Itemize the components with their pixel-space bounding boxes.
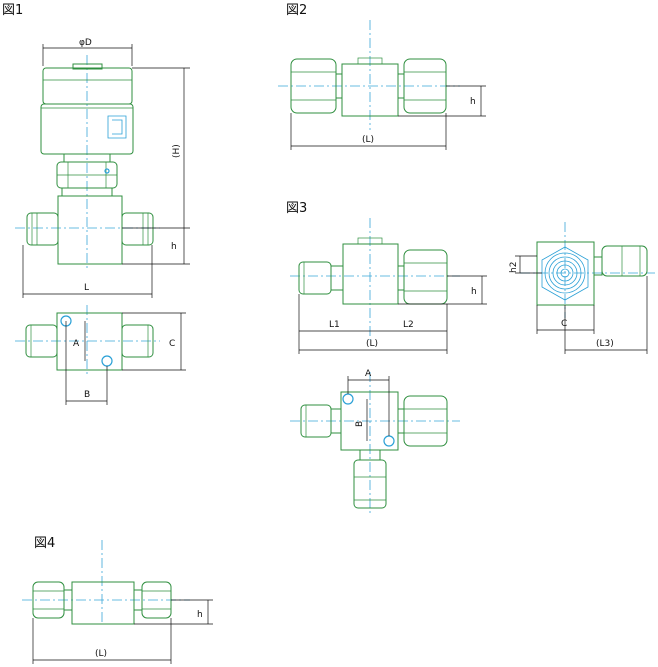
fig1-left-fitting — [26, 212, 59, 246]
fig3-body-top — [357, 237, 383, 245]
fig3-L3-label: (L3) — [596, 339, 614, 349]
fig1-h-label: h — [171, 242, 177, 252]
fig3-front-dimensions: h L1 L2 (L) — [298, 275, 487, 354]
fig3-port-ring-1 — [544, 252, 586, 294]
fig3-L2-label: L2 — [403, 320, 414, 330]
fig3-side-view — [520, 222, 655, 318]
fig3-right-collar — [397, 265, 405, 291]
fig3-B-label: B — [355, 421, 365, 427]
fig1-handle-cap — [42, 67, 133, 105]
fig1-A-label: A — [73, 339, 80, 349]
fig4-side-view — [22, 540, 190, 625]
fig1-valve-body — [57, 195, 123, 265]
fig2-body — [341, 63, 399, 117]
fig1-L-label: L — [84, 283, 89, 293]
fig1-top-view: A C B — [15, 305, 186, 405]
fig3-port-ring-4 — [556, 264, 574, 282]
fig3-mount-hole-2 — [383, 435, 395, 447]
fig2-title: 図2 — [286, 3, 307, 18]
fig4-h-label: h — [197, 610, 203, 620]
fig3-top-right-nut — [403, 395, 448, 447]
fig1-right-fitting — [121, 212, 154, 246]
fig1-top-right-fitting — [121, 324, 154, 358]
fig1-top-left-fitting — [25, 324, 58, 358]
fig3-port-ring-5 — [560, 268, 570, 278]
fig1-dot — [104, 168, 110, 174]
fig2-L-label: (L) — [362, 135, 374, 145]
fig2-dimensions: h (L) — [290, 85, 486, 150]
fig3-L1-label: L1 — [329, 320, 340, 330]
fig1-C-label: C — [169, 339, 175, 349]
fig3-top-view — [290, 372, 460, 515]
fig3-side-collar — [593, 256, 603, 276]
fig3-port-ring-3 — [552, 260, 578, 286]
fig1-mount-hole-2 — [101, 355, 113, 367]
fig3-top-dimensions: A B — [347, 369, 390, 441]
fig1-H-label: (H) — [172, 144, 182, 158]
fig3-side-dimensions: h2 C (L3) — [509, 255, 648, 354]
fig1-B-label: B — [84, 390, 90, 400]
fig3-front-view — [290, 218, 460, 340]
fig4-body — [71, 581, 135, 625]
fig1-title: 図1 — [2, 3, 23, 18]
fig3-C-label: C — [561, 319, 567, 329]
fig1-phiD-label: φD — [79, 38, 92, 48]
fig3-L-label: (L) — [366, 339, 378, 349]
fig3-mount-hole-1 — [342, 393, 354, 405]
fig1-side-view — [15, 55, 160, 270]
fig1-dimensions: φD (H) h L — [22, 38, 190, 298]
fig3-bottom-fitting — [353, 459, 387, 509]
fig2-h-label: h — [470, 97, 476, 107]
fig3-h-label: h — [471, 287, 477, 297]
fig3-left-collar — [330, 265, 344, 291]
fig3-A-label: A — [365, 369, 372, 379]
fig3-side-body — [536, 241, 595, 306]
fig3-right-nut — [403, 249, 448, 305]
fig4-dimensions: h (L) — [32, 599, 213, 664]
fig3-title: 図3 — [286, 201, 307, 216]
fig4-L-label: (L) — [95, 649, 107, 659]
fig3-hex-port — [541, 246, 589, 301]
fig2-body-top — [357, 57, 383, 65]
fig1-handle-top — [72, 63, 103, 70]
fig3-port-ring-2 — [548, 256, 582, 290]
fig1-side-port — [107, 115, 127, 139]
fig4-title: 図4 — [34, 536, 55, 551]
fig3-h2-label: h2 — [509, 262, 519, 273]
fig3-body — [342, 243, 399, 305]
fig2-side-view — [278, 20, 460, 130]
fig3-side-fitting — [601, 245, 648, 277]
fig3-top-left-collar — [330, 408, 342, 434]
